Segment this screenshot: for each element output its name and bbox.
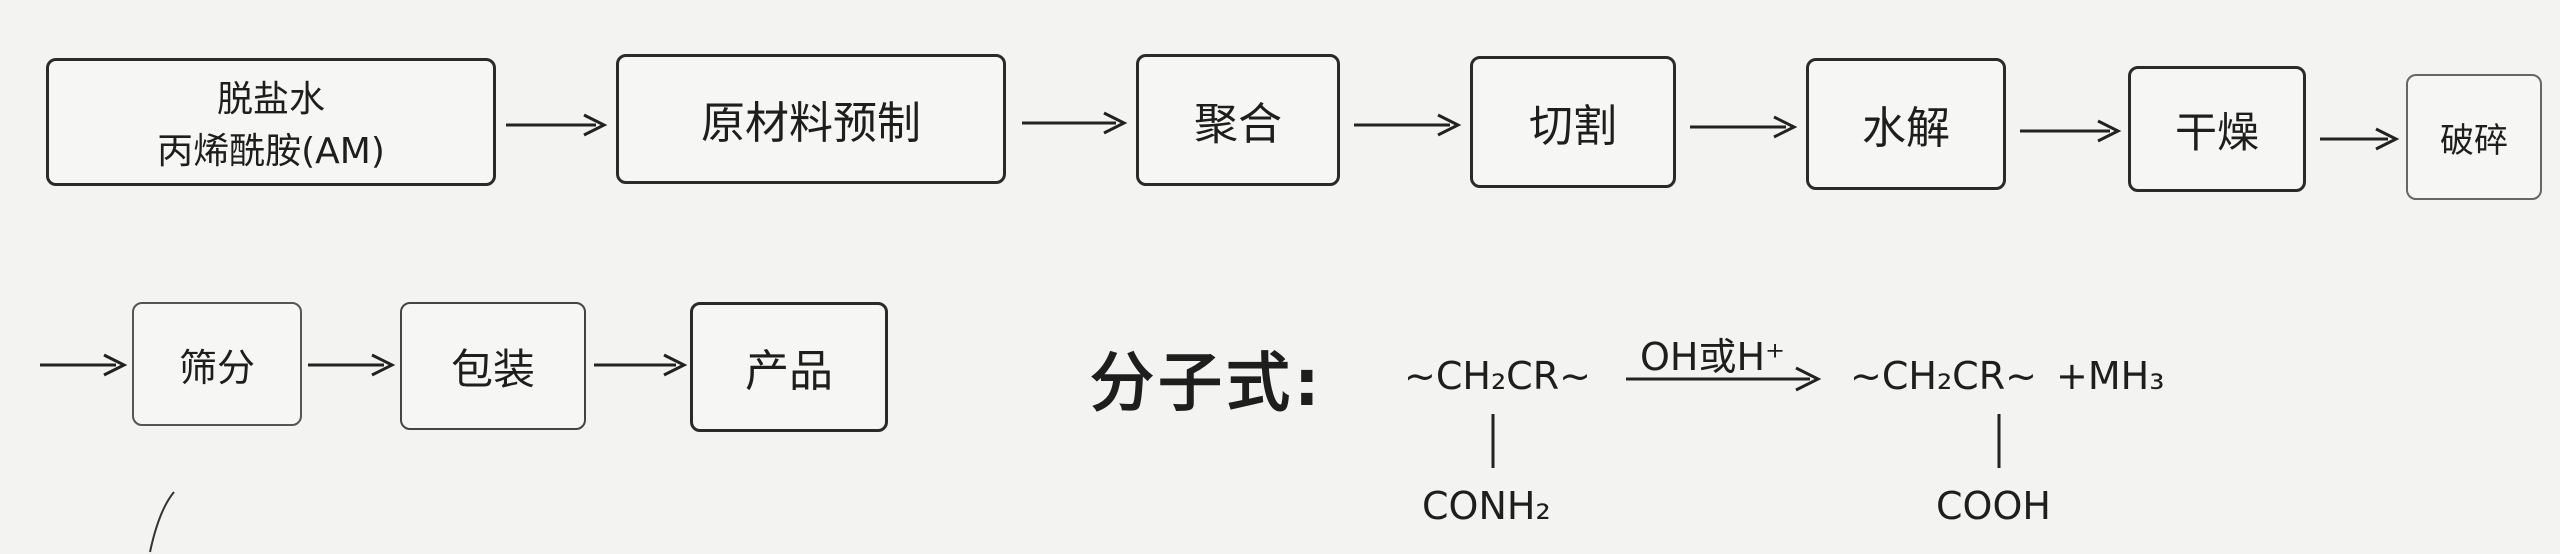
flow-box-label: 原材料预制: [701, 98, 921, 149]
arrow-icon: [1690, 115, 1798, 139]
flow-box-product: 产品: [690, 302, 888, 432]
flow-box-packaging: 包装: [400, 302, 586, 430]
flow-box-hydrolysis: 水解: [1806, 58, 2006, 190]
flow-box-label: 筛分: [178, 345, 255, 390]
formula-byproduct: +MH₃: [2056, 354, 2165, 398]
flow-box-label: 产品: [745, 346, 833, 397]
flow-box-drying: 干燥: [2128, 66, 2306, 192]
arrow-icon: [1022, 111, 1128, 135]
formula-reactant-branch: CONH₂: [1422, 484, 1551, 528]
pen-mark: [149, 491, 175, 553]
formula-title: 分子式:: [1090, 347, 1324, 421]
branch-line: [1491, 414, 1495, 468]
arrow-icon: [1354, 113, 1462, 137]
flow-box-label: 水解: [1862, 103, 1950, 154]
arrow-icon: [506, 113, 608, 137]
formula-product: ~CH₂CR~: [1850, 354, 2037, 398]
arrow-icon: [2020, 119, 2122, 143]
flow-box-cutting: 切割: [1470, 56, 1676, 188]
flow-box-line2: 丙烯酰胺(AM): [157, 131, 385, 172]
flow-box-label: 聚合: [1194, 99, 1282, 150]
flow-box-line1: 脱盐水: [216, 79, 325, 120]
arrow-icon: [40, 353, 128, 377]
flow-box-crushing: 破碎: [2406, 74, 2542, 200]
flow-box-label: 破碎: [2440, 120, 2508, 161]
reaction-condition: OH或H⁺: [1640, 335, 1786, 379]
flow-box-polymerization: 聚合: [1136, 54, 1340, 186]
branch-line: [1997, 414, 2001, 468]
flow-box-raw-water-am: 脱盐水 丙烯酰胺(AM): [46, 58, 496, 186]
formula-reactant: ~CH₂CR~: [1404, 354, 1591, 398]
reaction-arrow-icon: [1626, 366, 1822, 392]
flow-box-material-prep: 原材料预制: [616, 54, 1006, 184]
flow-box-screening: 筛分: [132, 302, 302, 426]
arrow-icon: [594, 353, 688, 377]
flow-box-label: 切割: [1529, 101, 1617, 152]
formula-product-branch: COOH: [1936, 484, 2051, 528]
flow-box-label: 干燥: [2174, 107, 2259, 157]
flow-box-label: 包装: [450, 344, 535, 394]
arrow-icon: [2320, 127, 2400, 151]
arrow-icon: [308, 353, 396, 377]
